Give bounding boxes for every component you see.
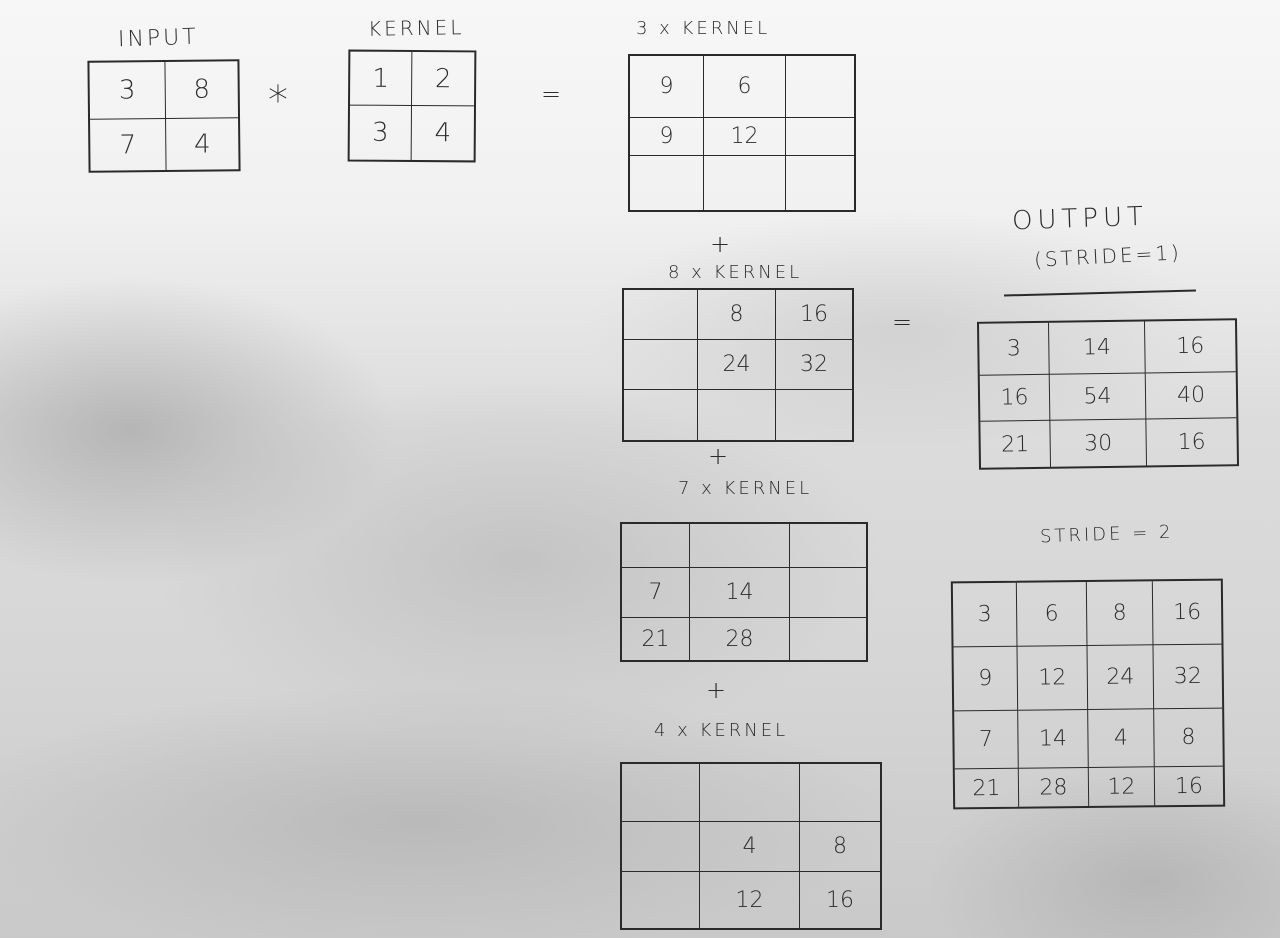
plus-sign-1: +	[710, 230, 731, 258]
matrix-cell: 7	[622, 568, 690, 618]
step-label-8x: 8 x KERNEL	[668, 262, 803, 283]
equals-sign-output: =	[892, 308, 913, 336]
matrix-cell: 54	[1049, 373, 1147, 421]
matrix-cell: 28	[1018, 767, 1090, 807]
matrix-cell: 7	[90, 118, 167, 171]
matrix-cell: 6	[704, 56, 786, 118]
plus-sign-3: +	[706, 676, 727, 704]
matrix-cell: 16	[1174, 773, 1204, 799]
matrix-cell	[624, 390, 698, 440]
matrix-cell: 8	[800, 822, 880, 872]
matrix-cell: 9	[630, 118, 704, 156]
matrix-cell	[622, 764, 700, 822]
matrix-cell: 7	[954, 710, 1019, 770]
matrix-cell: 24	[698, 340, 776, 390]
matrix-cell: 9	[953, 646, 1019, 712]
matrix-cell: 9	[630, 56, 704, 118]
matrix-cell: 3	[979, 322, 1050, 376]
matrix-cell: 6	[1016, 582, 1088, 647]
matrix-cell	[630, 156, 704, 210]
matrix-cell: 16	[776, 290, 852, 340]
matrix-cell	[790, 568, 866, 618]
matrix-cell	[700, 764, 800, 822]
matrix-cell	[776, 390, 852, 440]
matrix-cell: 24	[1087, 645, 1155, 710]
input-label: INPUT	[117, 24, 200, 53]
matrix-cell	[800, 764, 880, 822]
matrix-cell	[624, 290, 698, 340]
plus-sign-2: +	[708, 442, 729, 470]
matrix-cell: 30	[1050, 419, 1148, 467]
matrix-cell	[624, 340, 698, 390]
matrix-cell	[622, 872, 700, 928]
matrix-cell: 8	[698, 290, 776, 340]
matrix-cell: 16	[1152, 580, 1222, 646]
matrix-cell: 14	[1049, 321, 1146, 375]
matrix-cell: 16	[1177, 429, 1206, 455]
matrix-cell: 1	[350, 51, 413, 106]
kernel-label: KERNEL	[367, 15, 465, 41]
matrix-cell: 14	[1018, 709, 1089, 769]
matrix-cell: 12	[1017, 646, 1089, 711]
matrix-cell: 40	[1145, 372, 1237, 420]
matrix-cell	[698, 390, 776, 440]
matrix-cell: 2	[412, 52, 475, 107]
matrix-cell: 32	[776, 340, 852, 390]
matrix-cell: 21	[622, 618, 690, 660]
matrix-cell: 28	[690, 618, 790, 660]
step-label-3x: 3 x KERNEL	[636, 18, 771, 39]
matrix-cell: 4	[700, 822, 800, 872]
matrix-cell: 3	[89, 61, 167, 120]
matrix-cell	[786, 118, 854, 156]
matrix-cell: 3	[349, 105, 412, 160]
step-label-7x: 7 x KERNEL	[678, 478, 813, 499]
output-title: OUTPUT	[1011, 201, 1149, 237]
step-label-4x: 4 x KERNEL	[654, 720, 789, 741]
matrix-cell: 4	[193, 129, 211, 160]
convolution-operator: *	[268, 78, 288, 124]
matrix-cell: 12	[704, 118, 786, 156]
matrix-cell	[786, 56, 854, 118]
matrix-cell	[790, 524, 866, 568]
matrix-cell	[622, 822, 700, 872]
matrix-cell: 21	[980, 420, 1052, 468]
matrix-cell	[690, 524, 790, 568]
matrix-cell: 16	[1144, 320, 1236, 374]
matrix-cell: 12	[1088, 767, 1156, 806]
matrix-cell: 14	[690, 568, 790, 618]
matrix-cell: 8	[1086, 581, 1154, 647]
matrix-cell: 4	[1088, 709, 1155, 768]
matrix-cell	[786, 156, 854, 210]
matrix-cell: 3	[952, 582, 1018, 648]
matrix-cell	[704, 156, 786, 210]
matrix-cell: 8	[165, 61, 239, 119]
matrix-cell	[622, 524, 690, 568]
matrix-cell: 4	[434, 118, 452, 149]
matrix-cell: 16	[979, 374, 1051, 422]
matrix-cell	[790, 618, 866, 660]
matrix-cell: 8	[1154, 708, 1223, 768]
matrix-cell: 16	[826, 887, 854, 913]
matrix-cell: 32	[1153, 644, 1223, 710]
matrix-cell: 21	[954, 768, 1020, 808]
equals-sign: =	[541, 80, 562, 108]
matrix-cell: 12	[700, 872, 800, 928]
